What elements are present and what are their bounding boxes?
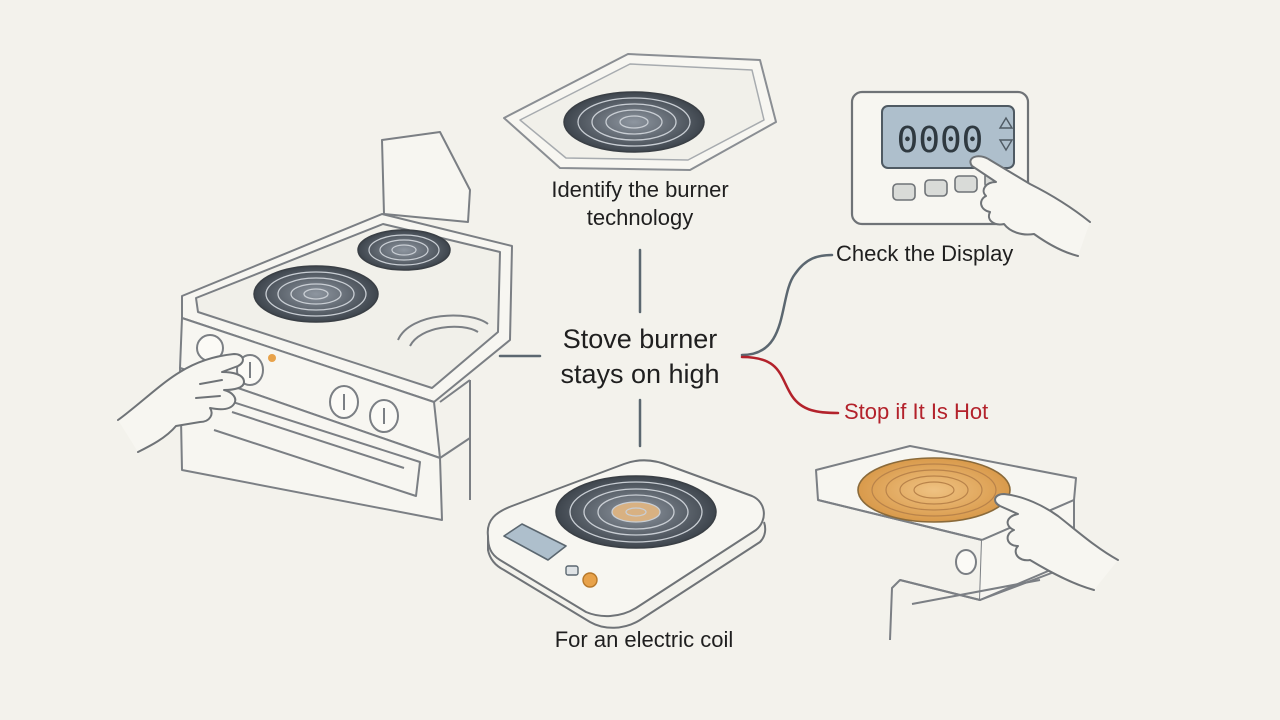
stove-illustration [179, 131, 513, 521]
identify-illustration [503, 53, 777, 171]
connector-to-display [740, 253, 834, 357]
display-label: Check the Display [836, 241, 1014, 266]
identify-label: Identify the burner technology [551, 177, 729, 230]
electric-coil-illustration [486, 459, 767, 629]
hot-burner-illustration [815, 445, 1119, 641]
center-label: Stove burner stays on high [560, 324, 720, 389]
display-readout: 0000 [897, 120, 984, 161]
connectors [498, 248, 840, 448]
stove-coils [253, 229, 451, 323]
hand-on-knob [117, 353, 245, 453]
hot-label: Stop if It Is Hot [844, 399, 989, 424]
display-illustration: 0000 [850, 90, 1091, 257]
coil-label: For an electric coil [554, 627, 734, 652]
connector-to-hot [740, 355, 840, 415]
